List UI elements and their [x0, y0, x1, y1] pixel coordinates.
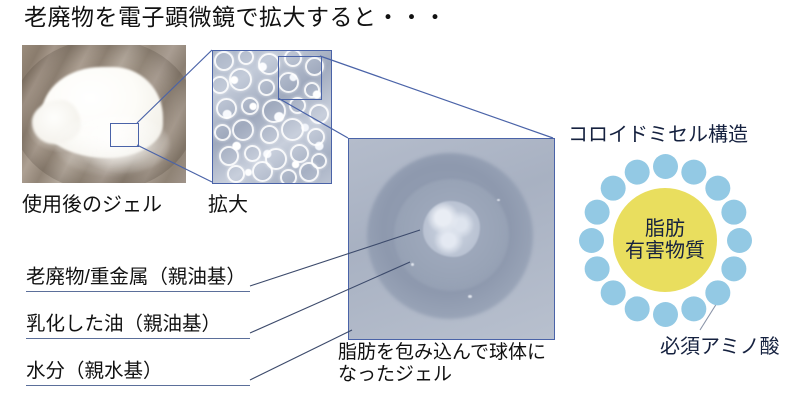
sem-ring-particle: [308, 103, 329, 124]
sem-ring-particle: [283, 51, 302, 68]
sem-ring-particle: [232, 118, 255, 141]
sem-ring-particle: [214, 51, 235, 71]
sem-ring-particle: [303, 81, 320, 98]
sphere-speck: [467, 295, 472, 298]
micelle-head: [680, 295, 706, 321]
micelle-head: [600, 175, 626, 201]
legend-item-waste-heavy-metals: 老廃物/重金属（親油基）: [26, 260, 250, 292]
sem-zoom-region-box: [278, 56, 322, 100]
sem-ring-particle: [258, 78, 276, 96]
legend-underline: [26, 338, 250, 339]
legend-underline: [26, 291, 250, 292]
micelle-diagram-title: コロイドミセル構造: [568, 124, 748, 146]
sem-ring-particle: [227, 165, 246, 183]
sem-ring-particle: [213, 75, 229, 94]
micelle-head: [704, 279, 730, 305]
micelle-core-line-2: 有害物質: [625, 240, 705, 262]
sem-ring-particle: [237, 51, 254, 65]
micelle-head: [624, 295, 650, 321]
micelle-core: 脂肪 有害物質: [613, 188, 717, 292]
micelle-head: [578, 227, 604, 253]
sem-ring-particle: [258, 52, 281, 75]
essential-amino-acid-label: 必須アミノ酸: [660, 336, 780, 358]
sphere-speck: [496, 199, 500, 201]
sem-ring-particle: [279, 168, 297, 183]
micelle-head: [726, 227, 752, 253]
sem-ring-particle: [290, 143, 310, 163]
gel-zoom-region-box: [110, 123, 139, 147]
sem-ring-particle: [251, 161, 273, 183]
sem-ring-particle: [229, 67, 253, 91]
sem-ring-particle: [307, 128, 326, 147]
sem-ring-particle: [281, 118, 305, 142]
sem-ring-particle: [262, 99, 286, 124]
micelle-head: [624, 159, 650, 185]
micelle-head: [652, 301, 678, 327]
sem-ring-particle: [216, 97, 238, 119]
sphere-core-texture: [422, 201, 481, 257]
micelle-head: [584, 199, 610, 225]
legend-item-emulsified-oil: 乳化した油（親油基）: [26, 307, 250, 339]
sem-photo-caption: 拡大: [208, 194, 248, 216]
legend-label: 老廃物/重金属（親油基）: [26, 266, 246, 288]
sem-ring-particle: [213, 123, 231, 141]
sem-ring-particle: [310, 153, 327, 170]
legend-label: 乳化した油（親油基）: [26, 313, 222, 335]
sem-ring-particle: [265, 147, 288, 170]
legend-underline: [26, 385, 250, 386]
sphere-micrograph-caption: 脂肪を包み込んで球体になったジェル: [338, 342, 547, 386]
gel-photo: [22, 45, 186, 183]
gel-photo-caption: 使用後のジェル: [22, 194, 162, 216]
sem-ring-particle: [259, 125, 279, 145]
legend-label: 水分（親水基）: [26, 360, 163, 382]
micelle-head: [720, 199, 746, 225]
sem-ring-particle: [241, 96, 260, 115]
micelle-head: [600, 279, 626, 305]
micelle-head: [584, 255, 610, 281]
sem-ring-particle: [299, 161, 320, 182]
sphere-speck: [410, 263, 414, 266]
sphere-micrograph: [348, 138, 555, 340]
micelle-head: [720, 255, 746, 281]
legend-item-water: 水分（親水基）: [26, 354, 250, 386]
micelle-core-line-1: 脂肪: [645, 217, 685, 240]
micelle-head: [704, 175, 730, 201]
micelle-head: [680, 159, 706, 185]
connector-sem-to-big-top: [319, 55, 554, 139]
page-title: 老廃物を電子顕微鏡で拡大すると・・・: [24, 4, 447, 30]
sem-ring-particle: [219, 145, 240, 166]
micelle-head: [652, 153, 678, 179]
micelle-diagram: 脂肪 有害物質: [570, 145, 760, 335]
leader-water: [249, 329, 353, 381]
sem-ring-particle: [244, 144, 262, 162]
